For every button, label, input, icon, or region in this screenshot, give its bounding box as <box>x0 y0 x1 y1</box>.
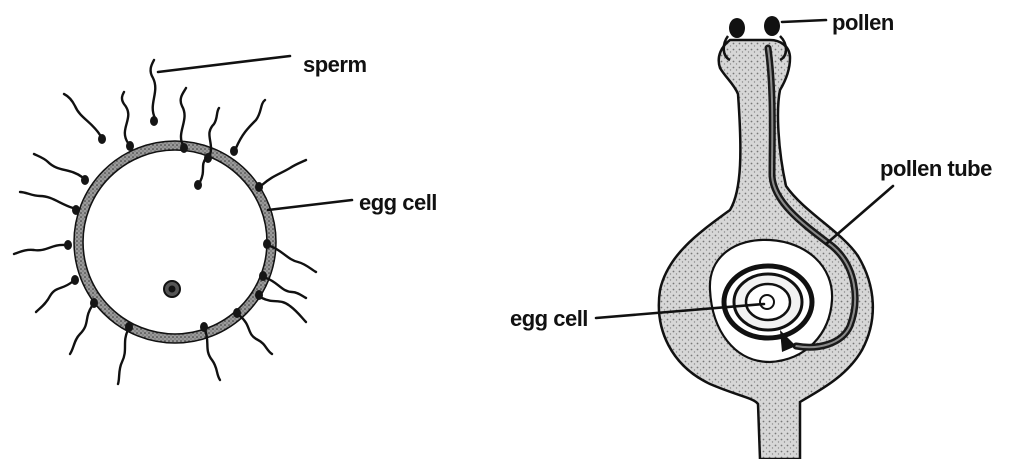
sperm-head <box>233 308 241 318</box>
sperm-tail <box>64 94 100 135</box>
sperm-tail <box>240 316 272 354</box>
sperm-head <box>255 290 263 300</box>
sperm-head <box>72 205 80 215</box>
sperm-head <box>125 322 133 332</box>
sperm-tail <box>262 160 306 185</box>
sperm-head <box>194 180 202 190</box>
pollen-leader-line <box>782 20 826 22</box>
plant-fertilization: pollen pollen tube egg cell <box>510 10 992 459</box>
sperm-tail <box>209 108 219 155</box>
sperm-tail <box>122 92 128 143</box>
egg-cell-label-right: egg cell <box>510 306 588 331</box>
sperm-tail <box>34 154 82 177</box>
sperm-head <box>259 271 267 281</box>
sperm-tail <box>20 192 73 208</box>
sperm-head <box>230 146 238 156</box>
sperm-tail <box>36 282 72 312</box>
sperm-tail <box>118 330 128 384</box>
sperm-head <box>126 141 134 151</box>
pollen-grain <box>764 16 780 36</box>
egg-cell-label-left: egg cell <box>359 190 437 215</box>
sperm-head <box>71 275 79 285</box>
sperm-tail <box>205 330 220 380</box>
sperm-head <box>150 116 158 126</box>
sperm-tail <box>181 88 186 145</box>
sperm-head <box>200 322 208 332</box>
pollen-grain <box>729 18 745 38</box>
sperm-tail <box>70 306 92 354</box>
pollen-tube-leader-line <box>826 186 893 244</box>
sperm-tail <box>270 246 316 272</box>
sperm-tail <box>14 245 65 254</box>
sperm-head <box>64 240 72 250</box>
sperm-label: sperm <box>303 52 367 77</box>
sperm-tail <box>262 298 306 322</box>
sperm-head <box>81 175 89 185</box>
sperm-leader-line <box>158 56 290 72</box>
sperm-head <box>180 143 188 153</box>
sperm-tail <box>151 60 156 118</box>
egg-cell-outline-inner <box>83 150 267 334</box>
pollen-tube-label: pollen tube <box>880 156 992 181</box>
egg-cell-leader-line-left <box>268 200 352 210</box>
pollen-label: pollen <box>832 10 894 35</box>
animal-fertilization: sperm egg cell <box>14 52 437 384</box>
sperm-tail <box>236 100 265 148</box>
sperm-tail <box>266 278 306 298</box>
egg-nucleus-right <box>760 295 774 309</box>
sperm-head <box>98 134 106 144</box>
sperm-head <box>255 182 263 192</box>
egg-nucleus-center <box>169 286 176 293</box>
sperm-head <box>263 239 271 249</box>
sperm-head <box>90 298 98 308</box>
